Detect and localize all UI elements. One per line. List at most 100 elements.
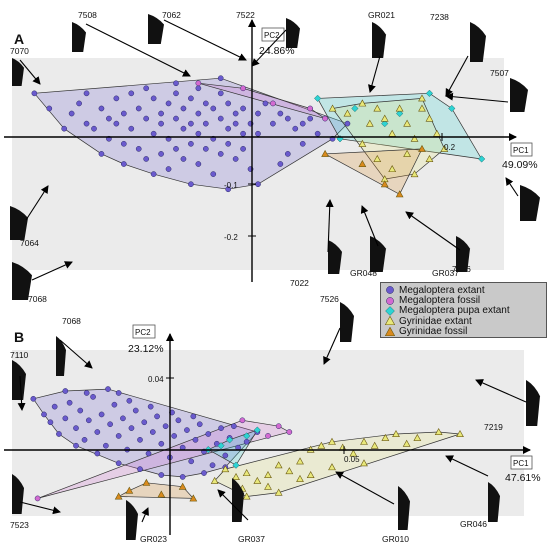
point-megaloptera-extant	[192, 436, 199, 443]
legend-marker	[385, 306, 395, 316]
point-gyrinidae-extant	[373, 154, 382, 162]
specimen-arrow	[335, 471, 395, 505]
point-megaloptera-extant	[94, 450, 101, 457]
point-megaloptera-extant	[126, 397, 133, 404]
point-gyrinidae-extant	[440, 144, 449, 152]
point-gyrinidae-extant	[358, 139, 367, 147]
point-megaloptera-extant	[270, 120, 276, 127]
specimen-outline-image	[72, 22, 86, 52]
point-megaloptera-extant	[115, 433, 122, 439]
point-megaloptera-pupa-extant	[396, 109, 404, 118]
point-gyrinidae-extant	[365, 119, 374, 127]
point-megaloptera-extant	[173, 80, 179, 87]
point-gyrinidae-extant	[253, 476, 262, 484]
pc1-label-box-b	[510, 455, 533, 470]
y-axis-pct-a: 24.86%	[259, 45, 295, 57]
x-axis-pct-a: 49.09%	[502, 159, 538, 171]
point-gyrinidae-extant	[221, 465, 230, 473]
point-gyrinidae-fossil	[418, 144, 426, 152]
point-megaloptera-extant	[243, 438, 250, 445]
point-gyrinidae-extant	[349, 449, 358, 457]
legend-label: Megaloptera extant	[399, 284, 485, 296]
y-axis-pct-b: 23.12%	[128, 343, 164, 355]
point-megaloptera-extant	[135, 146, 142, 152]
specimen-arrow	[141, 507, 149, 523]
point-megaloptera-extant	[217, 151, 224, 157]
point-megaloptera-extant	[307, 115, 314, 122]
point-megaloptera-extant	[173, 115, 179, 122]
point-megaloptera-extant	[77, 407, 84, 414]
points-a	[31, 75, 486, 198]
specimen-outline-image	[148, 14, 164, 44]
point-megaloptera-extant	[56, 431, 62, 437]
point-megaloptera-extant	[111, 401, 118, 408]
specimen-arrow	[368, 55, 381, 93]
point-megaloptera-extant	[98, 105, 105, 112]
point-megaloptera-extant	[120, 110, 127, 117]
y-tick-label-a-1: -0.2	[224, 233, 238, 242]
point-megaloptera-extant	[105, 386, 111, 392]
point-megaloptera-extant	[73, 442, 79, 449]
point-megaloptera-extant	[83, 120, 90, 127]
point-megaloptera-extant	[128, 425, 135, 431]
point-megaloptera-extant	[196, 421, 203, 428]
point-gyrinidae-extant	[360, 437, 368, 445]
point-megaloptera-extant	[225, 125, 232, 132]
point-megaloptera-extant	[284, 151, 291, 157]
point-megaloptera-extant	[188, 95, 194, 102]
point-megaloptera-pupa-extant	[253, 426, 261, 434]
specimen-annotations-a: 750870627522GR02172387070750770647226706…	[10, 10, 540, 304]
legend-swatch-megaloptera-extant	[386, 286, 394, 295]
point-megaloptera-extant	[180, 156, 187, 162]
point-megaloptera-fossil	[275, 423, 282, 430]
point-megaloptera-extant	[47, 419, 54, 426]
specimen-outline-image	[372, 22, 386, 58]
point-megaloptera-extant	[195, 161, 202, 167]
point-megaloptera-pupa-extant	[314, 94, 322, 102]
specimen-label: 7523	[10, 520, 29, 530]
point-megaloptera-extant	[213, 440, 220, 447]
point-megaloptera-extant	[217, 115, 224, 122]
point-megaloptera-extant	[277, 110, 284, 117]
specimen-arrow	[360, 205, 379, 247]
point-megaloptera-fossil	[322, 115, 328, 122]
point-megaloptera-extant	[202, 100, 209, 107]
point-megaloptera-pupa-extant	[381, 120, 389, 128]
point-gyrinidae-extant	[360, 459, 368, 467]
point-megaloptera-extant	[255, 130, 261, 137]
point-megaloptera-extant	[98, 151, 105, 157]
specimen-label: 7068	[28, 294, 47, 304]
point-megaloptera-extant	[180, 105, 187, 112]
point-megaloptera-extant	[107, 421, 113, 428]
point-megaloptera-pupa-extant	[425, 89, 434, 97]
specimen-outline-image	[488, 482, 500, 522]
legend-marker	[386, 286, 394, 295]
specimen-outline-image	[12, 262, 32, 300]
point-megaloptera-extant	[90, 394, 96, 400]
point-megaloptera-extant	[158, 120, 164, 127]
point-megaloptera-extant	[225, 186, 232, 193]
point-megaloptera-extant	[115, 460, 122, 467]
specimen-arrow	[19, 501, 61, 515]
point-megaloptera-extant	[222, 452, 229, 459]
point-megaloptera-extant	[232, 156, 239, 162]
specimen-arrow	[31, 261, 73, 281]
hull-megaloptera-pupa-extant	[317, 92, 483, 160]
panel-letter-a: A	[14, 31, 24, 47]
specimen-outline-image	[526, 380, 540, 426]
point-megaloptera-extant	[91, 125, 97, 132]
specimen-outline-image	[470, 22, 486, 62]
y-axis-name-b: PC2	[135, 328, 151, 337]
x-axis-pct-b: 47.61%	[505, 472, 541, 484]
point-megaloptera-extant	[158, 110, 164, 117]
legend-item: Megaloptera fossil	[385, 295, 542, 306]
specimen-label: 7064	[20, 238, 39, 248]
specimen-arrow	[445, 92, 509, 103]
point-megaloptera-extant	[132, 407, 139, 414]
point-megaloptera-extant	[184, 427, 190, 433]
point-megaloptera-extant	[143, 85, 150, 92]
point-gyrinidae-extant	[264, 470, 272, 478]
point-gyrinidae-extant	[274, 488, 283, 496]
point-megaloptera-fossil	[265, 433, 271, 439]
